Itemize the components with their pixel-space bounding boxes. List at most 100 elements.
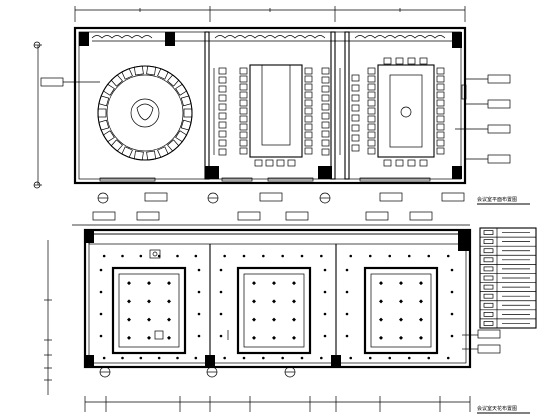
light-fixture bbox=[427, 254, 431, 258]
chair bbox=[367, 131, 376, 139]
section-markers bbox=[33, 41, 331, 204]
light-fixture bbox=[99, 312, 103, 316]
light-fixture bbox=[102, 356, 106, 360]
chair bbox=[239, 123, 248, 131]
chair bbox=[351, 114, 360, 122]
light-fixture bbox=[388, 254, 392, 258]
furniture-plan: 会议室平面布置图 bbox=[33, 6, 530, 205]
chair bbox=[304, 107, 313, 115]
chair bbox=[167, 139, 180, 152]
chair bbox=[167, 74, 180, 87]
light-fixture bbox=[300, 356, 304, 360]
chair bbox=[367, 67, 376, 75]
chair bbox=[436, 107, 445, 115]
light-fixture bbox=[219, 334, 223, 338]
chair bbox=[367, 139, 376, 147]
chair bbox=[367, 147, 376, 155]
chair bbox=[239, 115, 248, 123]
chair bbox=[239, 131, 248, 139]
chair bbox=[175, 130, 188, 143]
chair bbox=[321, 139, 330, 147]
light-fixture bbox=[262, 356, 265, 360]
light-fixture bbox=[292, 299, 296, 304]
chair bbox=[239, 147, 248, 155]
chair bbox=[367, 99, 376, 107]
partition-wall-2 bbox=[330, 31, 336, 180]
partition-wall-1 bbox=[204, 31, 210, 180]
chair bbox=[110, 74, 123, 87]
chair bbox=[321, 85, 330, 93]
light-fixture bbox=[407, 254, 411, 258]
chair bbox=[351, 124, 360, 132]
light-fixture bbox=[197, 334, 201, 338]
light-fixture bbox=[197, 290, 201, 294]
chair bbox=[367, 83, 376, 91]
light-fixture bbox=[292, 281, 296, 286]
light-fixture bbox=[281, 356, 284, 360]
chair bbox=[367, 107, 376, 115]
chair bbox=[133, 150, 144, 161]
light-fixture bbox=[450, 268, 454, 272]
chair bbox=[157, 68, 169, 80]
light-fixture bbox=[219, 268, 223, 272]
chair bbox=[351, 104, 360, 112]
chair bbox=[180, 119, 192, 131]
chair bbox=[321, 76, 330, 84]
legend-symbol bbox=[483, 293, 494, 299]
chair bbox=[146, 150, 157, 161]
chair bbox=[321, 103, 330, 111]
chair bbox=[419, 159, 428, 167]
light-fixture bbox=[345, 312, 349, 316]
chair bbox=[321, 67, 330, 75]
light-fixture bbox=[450, 290, 454, 294]
light-fixture bbox=[176, 254, 179, 258]
ceiling-light-grid bbox=[99, 254, 454, 360]
light-fixture bbox=[194, 356, 198, 360]
chair bbox=[102, 83, 115, 96]
chair bbox=[321, 148, 330, 156]
chair bbox=[321, 94, 330, 102]
lower-outer-wall bbox=[83, 228, 472, 369]
light-fixture bbox=[147, 299, 151, 304]
chair bbox=[180, 95, 192, 107]
light-fixture bbox=[323, 334, 327, 338]
light-fixture bbox=[121, 356, 124, 360]
chair bbox=[218, 130, 227, 138]
light-fixture bbox=[345, 290, 349, 294]
legend-symbol bbox=[483, 230, 494, 235]
light-fixture bbox=[167, 335, 171, 340]
lower-plan-title: 会议室天花布置图 bbox=[477, 405, 517, 412]
chair bbox=[239, 139, 248, 147]
light-fixture bbox=[252, 335, 256, 340]
light-fixture bbox=[345, 334, 349, 338]
chair bbox=[383, 159, 392, 167]
rectangular-table bbox=[351, 57, 445, 167]
chair bbox=[321, 121, 330, 129]
chair bbox=[304, 147, 313, 155]
chair bbox=[351, 74, 360, 82]
light-fixture bbox=[399, 317, 403, 322]
light-fixture bbox=[281, 254, 284, 258]
light-fixture bbox=[167, 281, 171, 286]
light-fixture bbox=[407, 356, 411, 360]
legend-symbol bbox=[483, 239, 494, 244]
light-fixture bbox=[176, 356, 179, 360]
light-fixture bbox=[368, 254, 372, 258]
light-fixture bbox=[194, 254, 198, 258]
chair bbox=[218, 112, 227, 120]
light-fixture bbox=[242, 254, 246, 258]
chair bbox=[383, 57, 392, 65]
chair bbox=[157, 146, 169, 158]
light-fixture bbox=[379, 281, 383, 286]
light-fixture bbox=[127, 299, 131, 304]
symbol-legend-table bbox=[479, 227, 537, 329]
chair bbox=[254, 159, 263, 167]
light-fixture bbox=[99, 334, 103, 338]
light-fixture bbox=[102, 254, 106, 258]
chair bbox=[436, 123, 445, 131]
light-fixture bbox=[147, 281, 151, 286]
round-conference-table bbox=[97, 65, 193, 161]
light-fixture bbox=[272, 281, 276, 286]
light-fixture bbox=[320, 254, 323, 258]
light-fixture bbox=[139, 254, 143, 258]
